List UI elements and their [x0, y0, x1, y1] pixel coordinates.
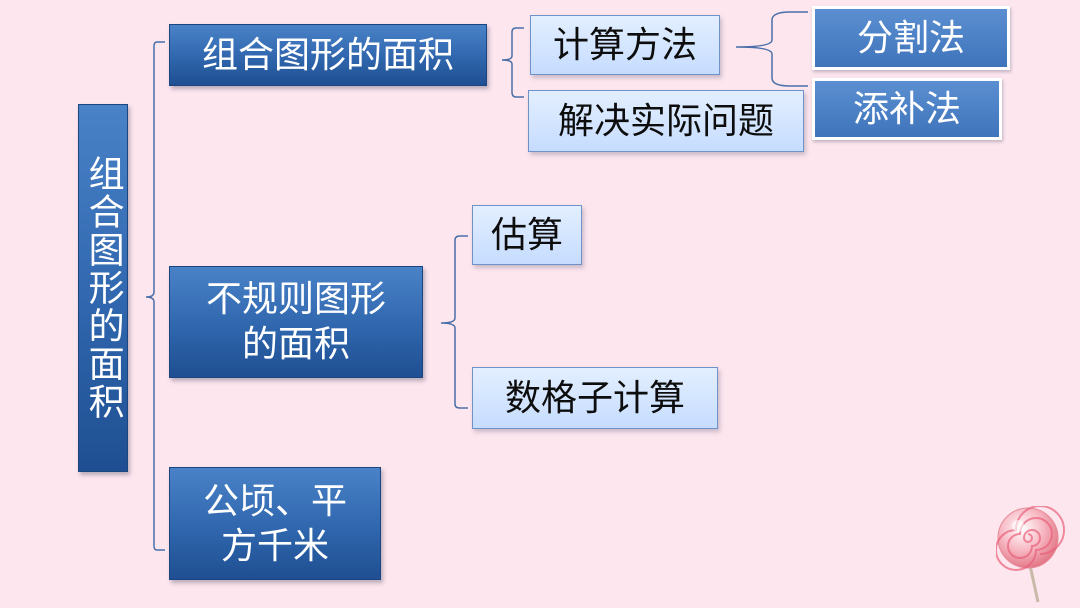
- branch-hectare-km2: 公顷、平 方千米: [169, 467, 381, 580]
- sub-label: 解决实际问题: [557, 100, 774, 142]
- sub-estimate: 估算: [472, 205, 582, 265]
- sub-solve-problems: 解决实际问题: [528, 90, 804, 152]
- method-fill: 添补法: [812, 78, 1002, 140]
- branch-irregular-area: 不规则图形 的面积: [169, 266, 423, 378]
- lollipop-icon: [996, 506, 1065, 603]
- method-label: 分割法: [856, 17, 965, 59]
- brace-branch2: [440, 235, 468, 409]
- method-label: 添补法: [852, 88, 961, 130]
- sub-label: 数格子计算: [504, 377, 685, 419]
- sub-calculation-method: 计算方法: [530, 15, 720, 75]
- method-split: 分割法: [812, 6, 1010, 70]
- brace-branch1: [501, 27, 524, 98]
- brace-methods: [735, 11, 808, 87]
- sub-count-squares: 数格子计算: [472, 367, 718, 429]
- branch-label: 公顷、平 方千米: [202, 480, 347, 567]
- brace-root: [145, 41, 165, 551]
- sub-label: 估算: [490, 214, 563, 256]
- root-node: 组合图形的面积: [78, 104, 128, 472]
- branch-composite-area: 组合图形的面积: [169, 24, 487, 86]
- branch-label: 组合图形的面积: [201, 34, 454, 76]
- sub-label: 计算方法: [552, 24, 697, 66]
- branch-label: 不规则图形 的面积: [205, 279, 386, 365]
- root-label: 组合图形的面积: [82, 155, 124, 421]
